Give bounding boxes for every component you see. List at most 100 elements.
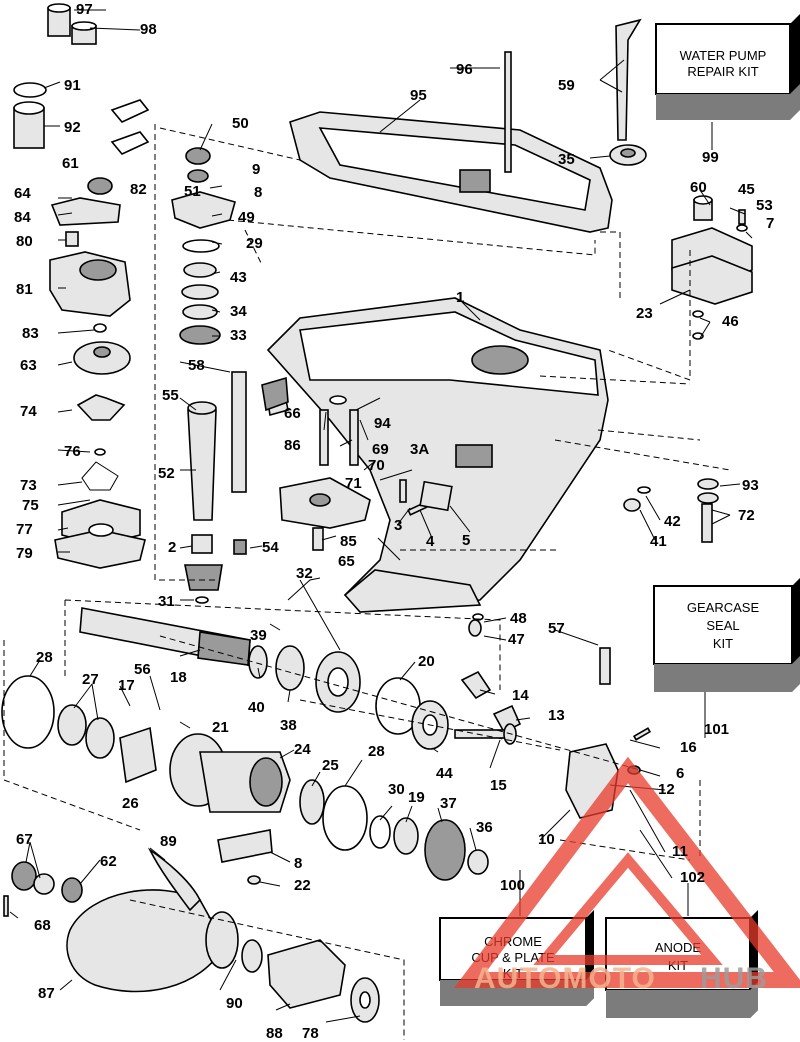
part-label-91: 91 [64,77,81,94]
assembly-dashed-lines [3,124,731,1040]
gearcase-housing [264,297,609,613]
part-label-29: 29 [246,235,263,252]
part-label-20: 20 [418,653,435,670]
part-label-94: 94 [374,415,391,432]
watermark-logo: AUTOMOTO HUB [453,756,800,995]
kit-label-gearcase-line1: GEARCASE [687,600,760,615]
exhaust-housing-plate [289,111,613,233]
water-pump-parts [13,3,146,569]
part-label-28: 28 [36,649,53,666]
part-label-63: 63 [20,357,37,374]
part-label-2: 2 [168,539,176,556]
part-label-34: 34 [230,303,247,320]
part-label-32: 32 [296,565,313,582]
gearcase-seal-kit-box: GEARCASE SEAL KIT [653,578,800,692]
part-label-16: 16 [680,739,697,756]
part-label-33: 33 [230,327,247,344]
part-label-92: 92 [64,119,81,136]
part-label-76: 76 [64,443,81,460]
part-label-8: 8 [254,184,262,201]
part-label-28: 28 [368,743,385,760]
part-label-52: 52 [158,465,175,482]
kit-label-anode-line1: ANODE [655,940,702,955]
part-label-68: 68 [34,917,51,934]
part-label-59: 59 [558,77,575,94]
part-label-55: 55 [162,387,179,404]
part-label-78: 78 [302,1025,319,1042]
part-label-60: 60 [690,179,707,196]
part-label-96: 96 [456,61,473,78]
part-label-74: 74 [20,403,37,420]
part-label-71: 71 [345,475,362,492]
part-label-64: 64 [14,185,31,202]
part-label-83: 83 [22,325,39,342]
propshaft-gears [1,607,652,917]
part-label-12: 12 [658,781,675,798]
part-label-18: 18 [170,669,187,686]
part-label-35: 35 [558,151,575,168]
part-label-101: 101 [704,721,729,738]
right-side-parts [399,18,753,637]
part-label-93: 93 [742,477,759,494]
part-label-1: 1 [456,289,464,306]
watermark-text-part2: HUB [700,962,768,995]
part-label-25: 25 [322,757,339,774]
part-label-13: 13 [548,707,565,724]
part-label-41: 41 [650,533,667,550]
kit-label-water-pump-line1: WATER PUMP [680,48,767,63]
watermark-text-part1: AUTOMOTO [474,962,656,995]
part-label-86: 86 [284,437,301,454]
leader-lines [9,9,753,1023]
part-label-66: 66 [284,405,301,422]
part-label-21: 21 [212,719,229,736]
part-label-61: 61 [62,155,79,172]
part-label-31: 31 [158,593,175,610]
part-label-43: 43 [230,269,247,286]
part-label-51: 51 [184,183,201,200]
part-label-90: 90 [226,995,243,1012]
part-label-40: 40 [248,699,265,716]
part-label-42: 42 [664,513,681,530]
part-label-95: 95 [410,87,427,104]
propeller-assembly [66,847,380,1023]
part-label-53: 53 [756,197,773,214]
part-label-69: 69 [372,441,389,458]
part-label-46: 46 [722,313,739,330]
part-label-87: 87 [38,985,55,1002]
part-label-30: 30 [388,781,405,798]
part-label-56: 56 [134,661,151,678]
part-label-50: 50 [232,115,249,132]
part-label-81: 81 [16,281,33,298]
part-label-10: 10 [538,831,555,848]
part-label-79: 79 [16,545,33,562]
part-label-19: 19 [408,789,425,806]
part-label-85: 85 [340,533,357,550]
part-label-3: 3 [394,517,402,534]
kit-label-water-pump-line2: REPAIR KIT [687,64,758,79]
part-label-8: 8 [294,855,302,872]
part-label-3a: 3A [410,441,429,458]
part-label-27: 27 [82,671,99,688]
part-label-62: 62 [100,853,117,870]
part-label-65: 65 [338,553,355,570]
kit-label-gearcase-line2: SEAL [706,618,739,633]
part-label-37: 37 [440,795,457,812]
part-label-49: 49 [238,209,255,226]
part-label-7: 7 [766,215,774,232]
part-label-15: 15 [490,777,507,794]
part-label-73: 73 [20,477,37,494]
part-label-54: 54 [262,539,279,556]
part-label-6: 6 [676,765,684,782]
part-label-99: 99 [702,149,719,166]
part-label-89: 89 [160,833,177,850]
part-label-57: 57 [548,620,565,637]
part-label-102: 102 [680,869,705,886]
part-label-14: 14 [512,687,529,704]
part-label-24: 24 [294,741,311,758]
part-label-9: 9 [252,161,260,178]
water-pump-repair-kit-box: WATER PUMP REPAIR KIT [655,14,800,120]
part-label-47: 47 [508,631,525,648]
part-label-72: 72 [738,507,755,524]
part-label-44: 44 [436,765,453,782]
